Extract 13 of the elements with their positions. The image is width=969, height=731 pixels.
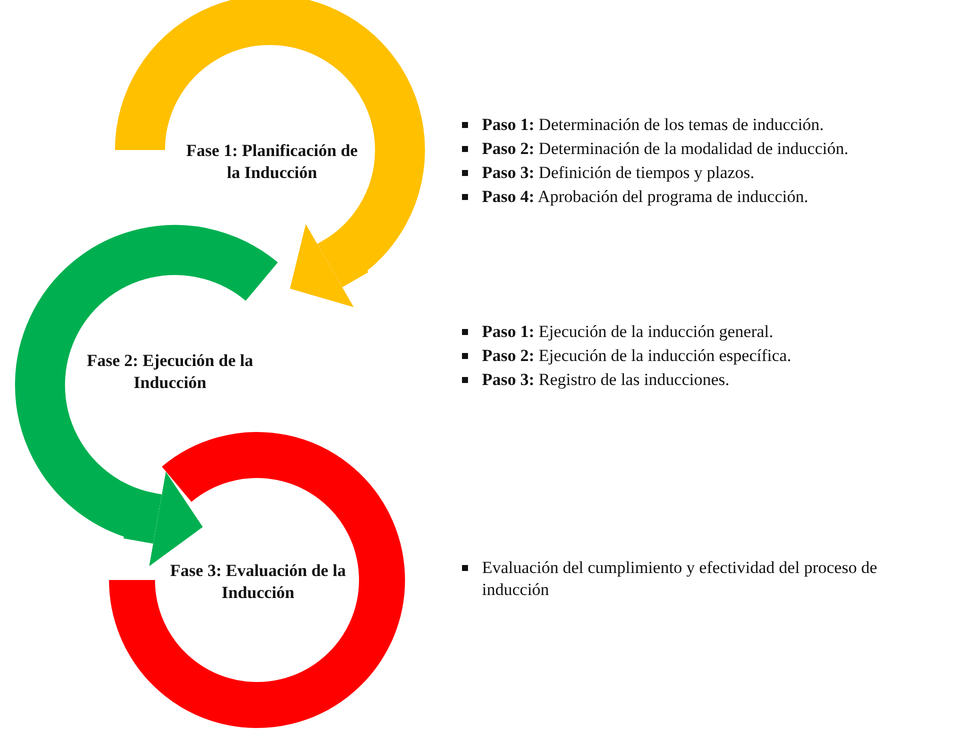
step-text: Paso 1: Ejecución de la inducción general. xyxy=(482,321,774,343)
arrow xyxy=(124,472,203,566)
step-text: Evaluación del cumplimiento y efectividad del proceso de inducción xyxy=(482,557,878,601)
step-text: Paso 2: Determinación de la modalidad de inducción. xyxy=(482,138,850,160)
step-text: Paso 3: Registro de las inducciones. xyxy=(482,369,730,391)
arrow xyxy=(290,224,368,308)
phase-title: Fase 2: Ejecución de la Inducción xyxy=(86,350,254,394)
phase-title: Fase 3: Evaluación de la Inducción xyxy=(169,560,347,604)
step-text: Paso 4: Aprobación del programa de inducción. xyxy=(482,186,810,208)
step-text: Paso 2: Ejecución de la inducción específica. xyxy=(482,345,792,367)
step-text: Paso 1: Determinación de los temas de inducción. xyxy=(482,114,825,136)
step-text: Paso 3: Definición de tiempos y plazos. xyxy=(482,162,756,184)
phase-title: Fase 1: Planificación de la Inducción xyxy=(185,140,359,184)
